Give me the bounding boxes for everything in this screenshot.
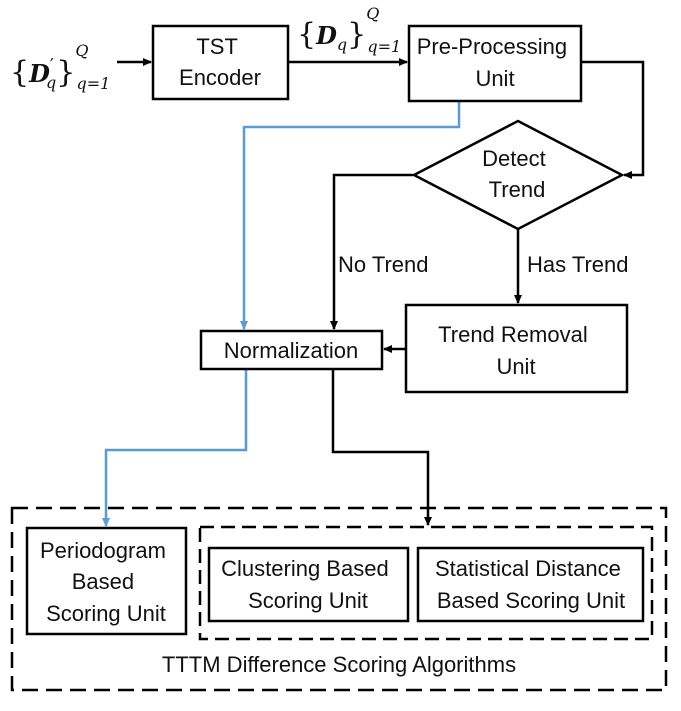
clustering-box	[207, 546, 410, 623]
detect-trend-label: Detect Trend	[482, 146, 552, 202]
detect-trend-diamond	[411, 119, 625, 231]
trend-removal-label: Trend Removal Unit	[438, 322, 594, 379]
tst-encoder-label: TST Encoder	[179, 34, 261, 90]
arrow-preprocessing-to-normalization	[240, 101, 461, 330]
connectors	[102, 58, 645, 527]
tttm-group-box	[10, 506, 668, 692]
arrow-preprocessing-to-detect	[581, 60, 645, 179]
arrow-normalization-to-scoring-group	[331, 369, 432, 526]
clustering-label: Clustering Based Scoring Unit	[221, 556, 395, 613]
tttm-group-label: TTTM Difference Scoring Algorithms	[162, 652, 516, 677]
trend-removal-box	[404, 303, 629, 394]
no-trend-label: No Trend	[338, 252, 429, 277]
statistical-box	[416, 546, 645, 623]
preprocessing-box	[407, 24, 583, 103]
periodogram-box	[25, 526, 188, 636]
statistical-label: Statistical Distance Based Scoring Unit	[435, 556, 627, 613]
preprocessing-label: Pre-Processing Unit	[417, 34, 574, 91]
arrow-normalization-to-periodogram	[102, 369, 248, 527]
has-trend-label: Has Trend	[527, 252, 629, 277]
arrow-no-trend	[330, 173, 413, 330]
periodogram-label: Periodogram Based Scoring Unit	[40, 538, 172, 626]
normalization-label: Normalization	[224, 338, 359, 363]
inner-scoring-group-box	[198, 525, 654, 641]
tst-encoder-box	[151, 24, 290, 101]
normalization-box	[199, 329, 384, 371]
